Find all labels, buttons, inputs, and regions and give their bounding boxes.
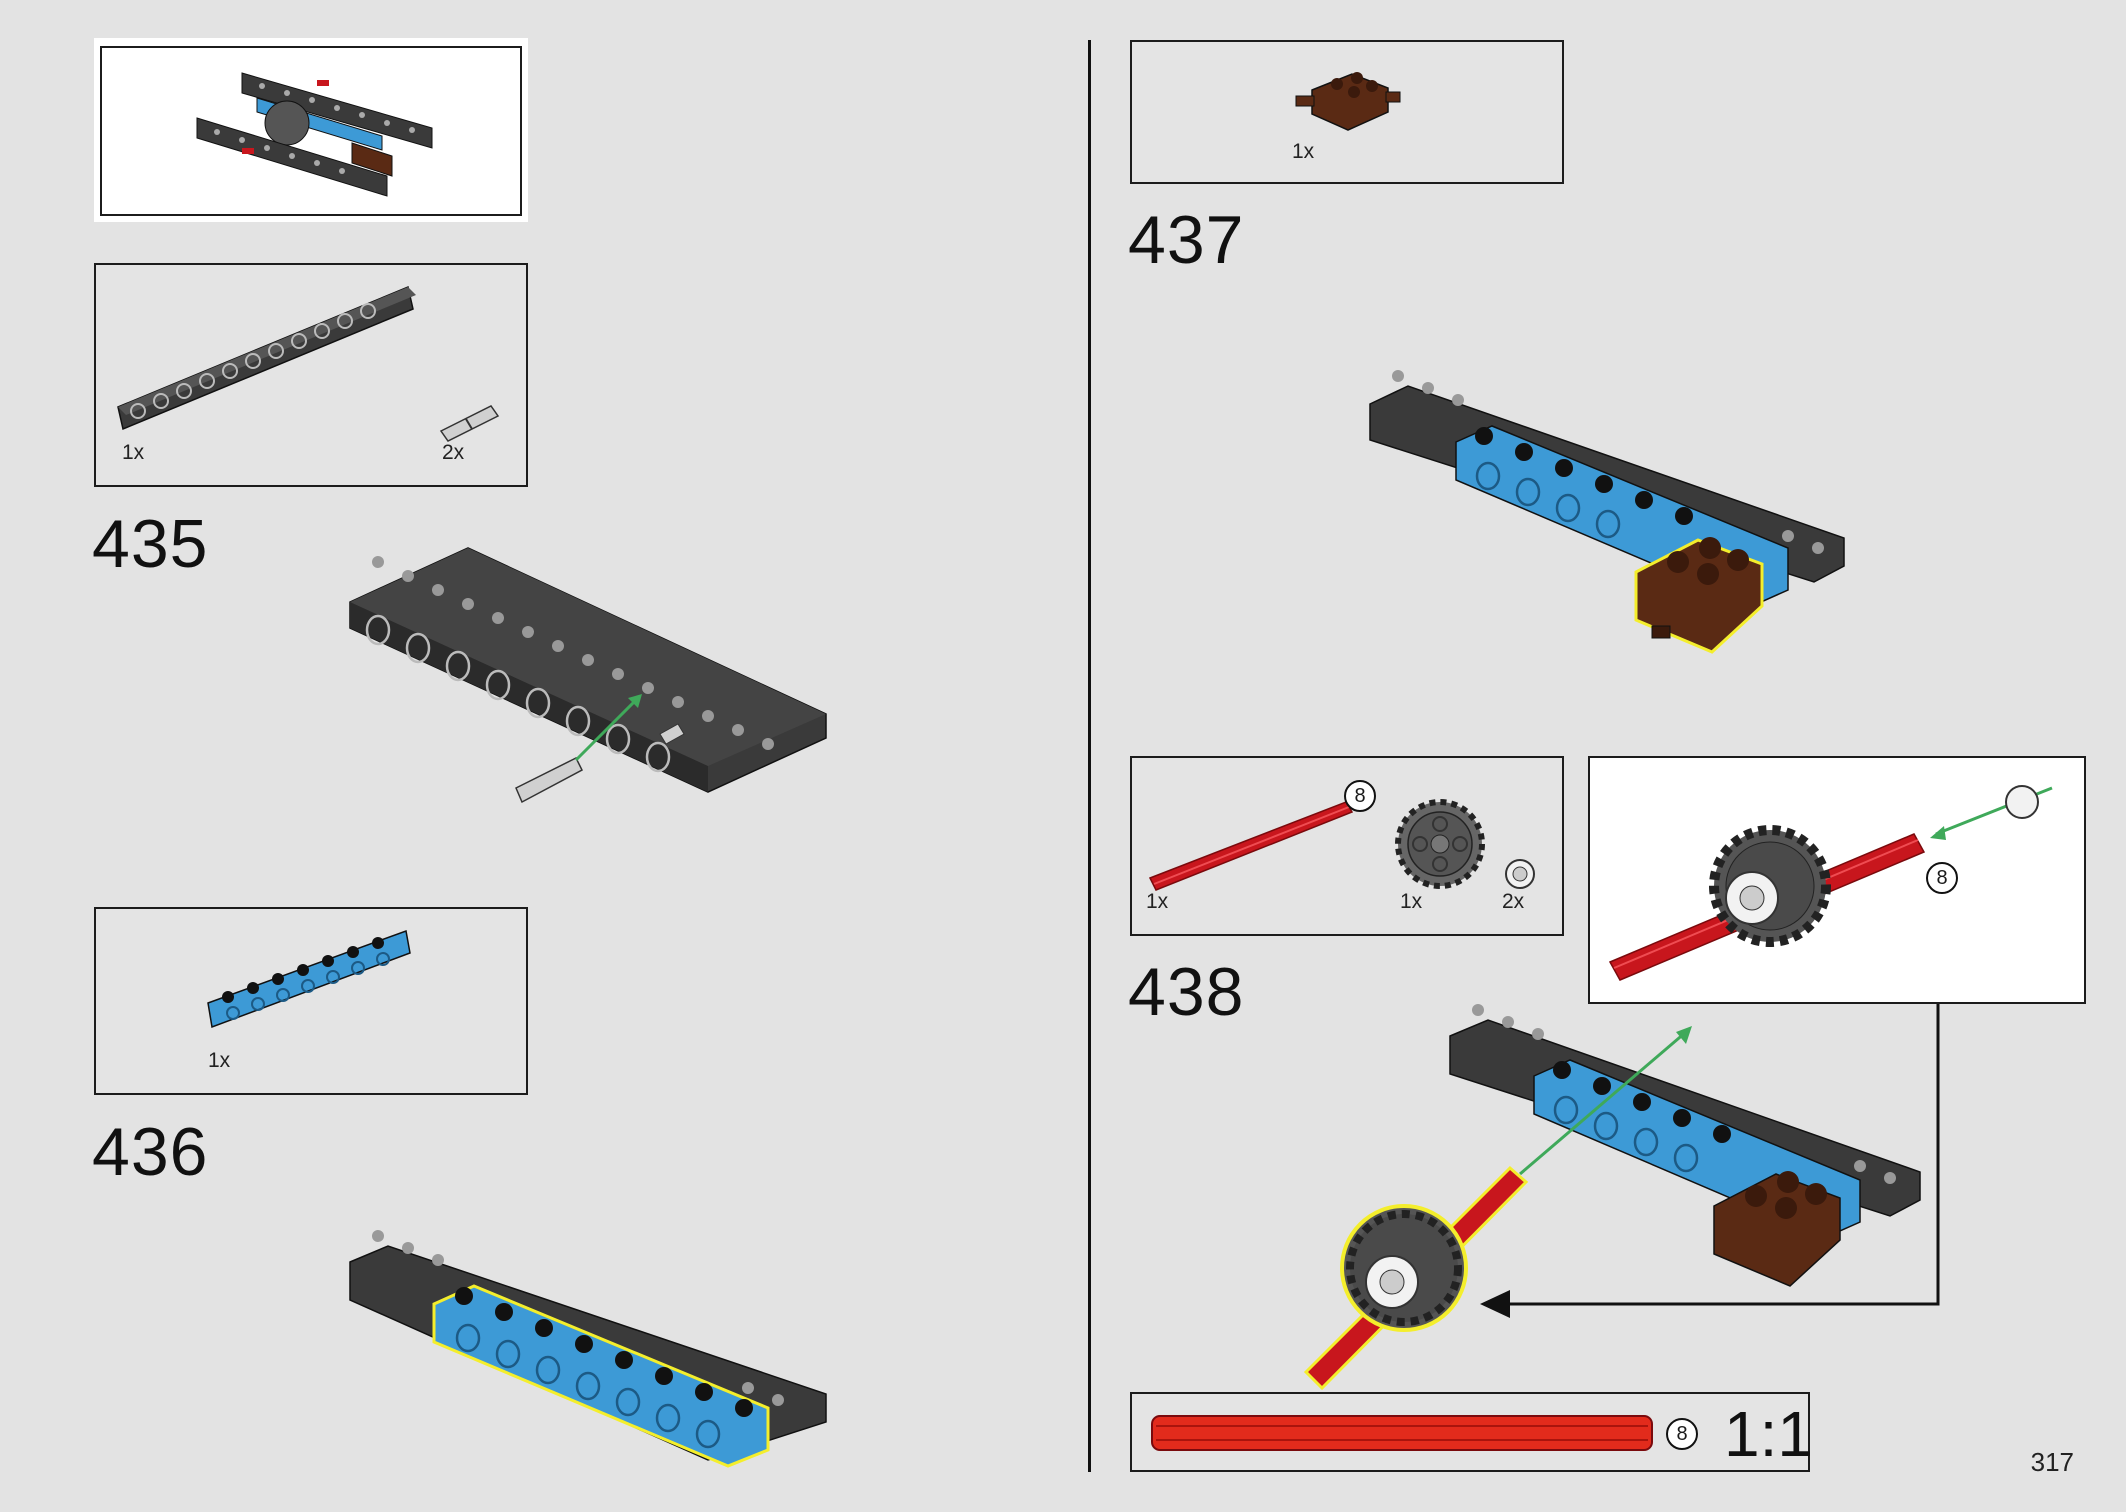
step-436-number: 436 (92, 1114, 209, 1190)
page-number: 317 (2030, 1447, 2074, 1477)
part-technic-brick-1x8-azure (207, 929, 411, 1029)
step-438-part-1-qty: 1x (1146, 890, 1169, 913)
step-438-part-3-qty: 2x (1502, 890, 1525, 913)
subassembly-thumbnail-frame (100, 46, 522, 216)
step-438-part-2-qty: 1x (1400, 890, 1423, 913)
part-technic-gear-24-tooth-gray (1395, 799, 1485, 889)
part-technic-axle-8-red (1148, 801, 1354, 891)
part-technic-brick-2x2-pin-reddish-brown (1295, 72, 1401, 131)
step-435-part-1-qty: 1x (122, 441, 145, 464)
step-437-number: 437 (1128, 202, 1245, 278)
step-437-illustration (1369, 370, 1845, 654)
callout-axle-gear-assembly (1608, 785, 2053, 981)
step-435-parts-list: 1x 2x (94, 263, 528, 487)
step-438-number: 438 (1128, 954, 1245, 1030)
page-divider (1088, 40, 1091, 1472)
callout-axle-length-marker: 8 (1926, 862, 1958, 894)
axle-scale-reference: 8 1:1 (1130, 1392, 1813, 1472)
step-437-part-1-qty: 1x (1292, 140, 1315, 163)
step-438-callout: 8 (1588, 756, 2086, 1004)
subassembly-thumbnail-image (196, 72, 433, 197)
step-436-illustration (349, 1230, 827, 1468)
step-436-parts-list: 1x (94, 907, 528, 1095)
step-435-illustration (349, 547, 827, 804)
step-435-number: 435 (92, 506, 209, 582)
scale-axle-8-red (1151, 1415, 1653, 1451)
step-436-part-1-qty: 1x (208, 1049, 231, 1072)
step-438-axle-length-marker: 8 (1344, 780, 1376, 812)
part-technic-bush-white (1505, 859, 1535, 889)
scale-ratio-label: 1:1 (1724, 1398, 1813, 1470)
subassembly-thumbnail (94, 38, 528, 222)
step-437-parts-list: 1x (1130, 40, 1564, 184)
scale-axle-length-marker: 8 (1666, 1418, 1698, 1450)
step-438-illustration (1303, 1004, 1940, 1391)
part-technic-brick-1x12-dark-gray (117, 285, 416, 431)
part-technic-pin-gray (439, 405, 500, 442)
step-438-parts-list: 8 1x 1x 2x (1130, 756, 1564, 936)
step-435-part-2-qty: 2x (442, 441, 465, 464)
